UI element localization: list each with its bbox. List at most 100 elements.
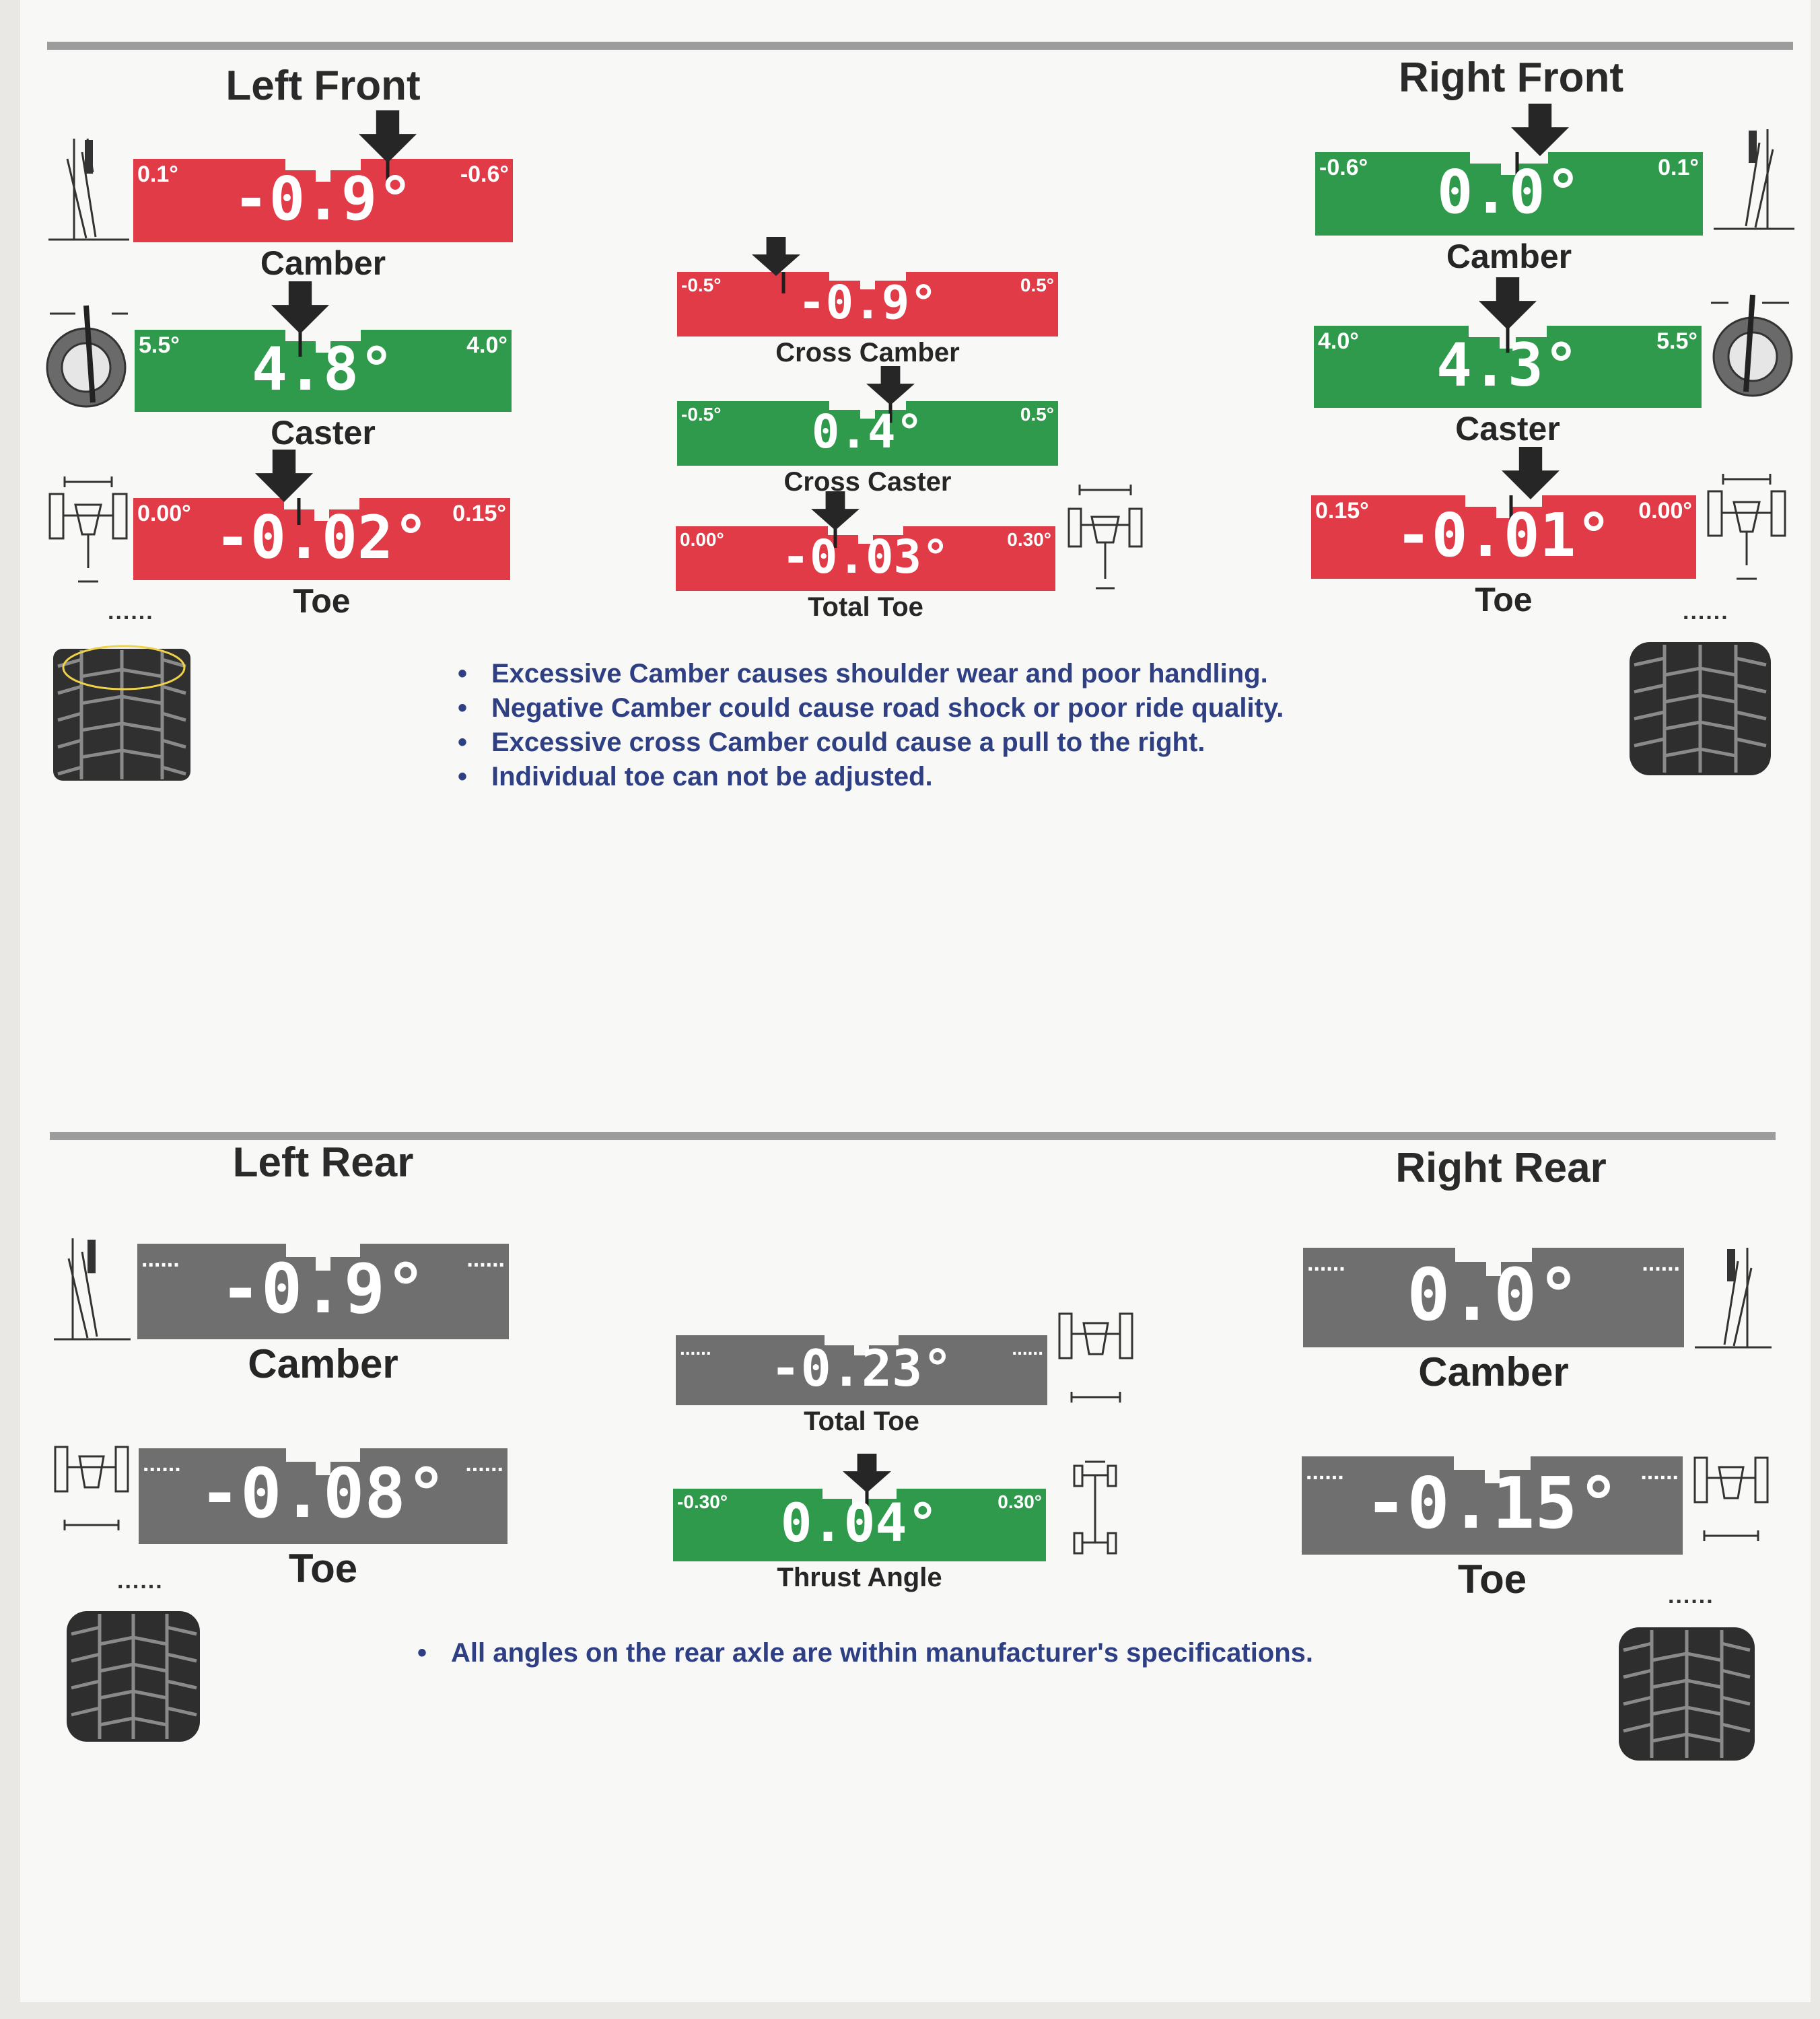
meter-bar	[1311, 495, 1696, 579]
meter-bar	[1303, 1248, 1684, 1347]
right-rear-toe-axle-icon	[1693, 1456, 1769, 1541]
meter-value: -0.9°	[233, 164, 413, 234]
left-rear-toe-axle-icon	[54, 1446, 129, 1530]
rear-total-toe-meter: ............-0.23°Total Toe	[676, 1335, 1047, 1436]
meter-high-limit: 0.5°	[1020, 275, 1054, 295]
left-front-camber-meter: 0.1° -0.6° -0.9° Camber	[133, 110, 513, 282]
rr-tire-dots: ......	[1668, 1583, 1714, 1608]
left-front-tire-icon	[53, 645, 190, 781]
meter-value: -0.02°	[215, 503, 429, 572]
down-arrow-icon	[811, 491, 860, 530]
meter-caption: Toe	[1457, 1557, 1527, 1602]
down-arrow-icon	[271, 281, 329, 334]
rear-divider	[50, 1132, 1776, 1140]
meter-high-limit: -0.6°	[460, 162, 509, 187]
right-front-tire-icon	[1630, 642, 1771, 775]
left-rear-toe-meter: ............-0.08°Toe	[139, 1448, 508, 1591]
down-arrow-icon	[752, 237, 800, 276]
meter-bar	[677, 272, 1058, 336]
cross-caster-meter: -0.5°0.5°0.4°Cross Caster	[677, 366, 1058, 497]
right-front-title: Right Front	[1398, 55, 1623, 101]
thrust-angle-meter: -0.30°0.30°0.04°Thrust Angle	[673, 1454, 1046, 1592]
meter-high-limit: 0.00°	[1638, 498, 1692, 524]
meter-value: 0.0°	[1436, 157, 1582, 227]
right-front-toe-meter: 0.15°0.00°-0.01°Toe	[1311, 447, 1696, 618]
right-rear-title: Right Rear	[1395, 1145, 1607, 1191]
meter-bar	[133, 498, 510, 580]
right-front-toe-axle-icon	[1707, 474, 1786, 580]
left-front-camber-wheel-icon	[48, 138, 129, 241]
down-arrow-icon	[1502, 447, 1560, 499]
cross-camber-meter: -0.5°0.5°-0.9°Cross Camber	[677, 237, 1058, 367]
front-note: Individual toe can not be adjusted.	[458, 760, 1284, 794]
meter-value: -0.9°	[219, 1249, 427, 1329]
right-front-caster-wheel-icon	[1711, 294, 1793, 397]
meter-caption: Camber	[260, 244, 386, 282]
meter-shape	[1303, 1248, 1684, 1347]
top-divider	[47, 42, 1793, 50]
meter-value: 0.4°	[811, 405, 924, 459]
meter-bar	[1314, 326, 1702, 408]
meter-shape	[673, 1489, 1046, 1561]
meter-shape	[1311, 495, 1696, 579]
down-arrow-icon	[866, 366, 915, 405]
right-rear-tire-icon	[1619, 1627, 1755, 1761]
meter-bar	[676, 1335, 1047, 1405]
meter-value: 4.8°	[252, 334, 394, 404]
meter-shape	[677, 401, 1058, 466]
left-rear-tire-icon	[67, 1611, 200, 1742]
meter-shape	[133, 498, 510, 580]
right-rear-camber-wheel-icon	[1695, 1248, 1772, 1349]
rear-note: All angles on the rear axle are within m…	[417, 1635, 1313, 1670]
meter-shape	[676, 526, 1055, 591]
meter-high-limit: ......	[1012, 1338, 1043, 1359]
meter-caption: Cross Camber	[775, 338, 960, 367]
meter-low-limit: ......	[143, 1451, 181, 1477]
meter-bar	[137, 1244, 509, 1339]
meter-low-limit: 0.00°	[680, 529, 724, 550]
meter-low-limit: 0.1°	[137, 162, 178, 187]
meter-high-limit: 0.15°	[452, 501, 506, 526]
meter-low-limit: 0.15°	[1315, 498, 1369, 524]
meter-low-limit: ......	[141, 1246, 180, 1272]
meter-high-limit: ......	[466, 1246, 505, 1272]
thrust-vehicle-icon	[1073, 1460, 1117, 1555]
meter-caption: Cross Caster	[783, 467, 952, 497]
left-front-title: Left Front	[225, 63, 421, 109]
front-note: Negative Camber could cause road shock o…	[458, 691, 1284, 725]
meter-bar	[139, 1448, 508, 1544]
meter-low-limit: 4.0°	[1318, 328, 1359, 354]
meter-shape	[139, 1448, 508, 1544]
meter-high-limit: ......	[465, 1451, 503, 1477]
down-arrow-icon	[1511, 104, 1569, 156]
left-rear-camber-meter: ............-0.9°Camber	[137, 1244, 509, 1386]
down-arrow-icon	[1479, 277, 1537, 330]
meter-shape	[1315, 152, 1703, 236]
meter-low-limit: -0.5°	[681, 404, 722, 425]
front-notes-list: Excessive Camber causes shoulder wear an…	[458, 657, 1284, 794]
rf-tire-dots: ......	[1683, 599, 1729, 625]
meter-low-limit: ......	[1306, 1459, 1344, 1485]
meter-value: -0.23°	[770, 1339, 953, 1398]
meter-caption: Total Toe	[808, 592, 923, 622]
meter-caption: Caster	[1455, 410, 1560, 448]
meter-shape	[1302, 1456, 1683, 1555]
left-front-toe-meter: 0.00°0.15°-0.02°Toe	[133, 450, 510, 620]
meter-value: -0.9°	[798, 276, 938, 330]
meter-low-limit: -0.6°	[1319, 155, 1368, 180]
meter-caption: Toe	[1475, 581, 1533, 618]
left-front-toe-axle-icon	[48, 476, 128, 583]
meter-shape	[1314, 326, 1702, 408]
front-total-toe-axle-icon	[1068, 485, 1143, 590]
meter-shape	[677, 272, 1058, 336]
meter-shape	[133, 159, 513, 242]
left-front-caster-meter: 5.5°4.0°4.8°Caster	[135, 281, 512, 452]
meter-caption: Camber	[1418, 1349, 1569, 1394]
left-front-caster-wheel-icon	[46, 305, 128, 408]
meter-caption: Total Toe	[804, 1407, 919, 1436]
meter-value: -0.03°	[781, 530, 950, 584]
meter-shape	[137, 1244, 509, 1339]
right-rear-toe-meter: ............-0.15°Toe	[1302, 1456, 1683, 1602]
front-total-toe-meter: 0.00°0.30°-0.03°Total Toe	[676, 491, 1055, 622]
left-rear-title: Left Rear	[232, 1139, 414, 1186]
